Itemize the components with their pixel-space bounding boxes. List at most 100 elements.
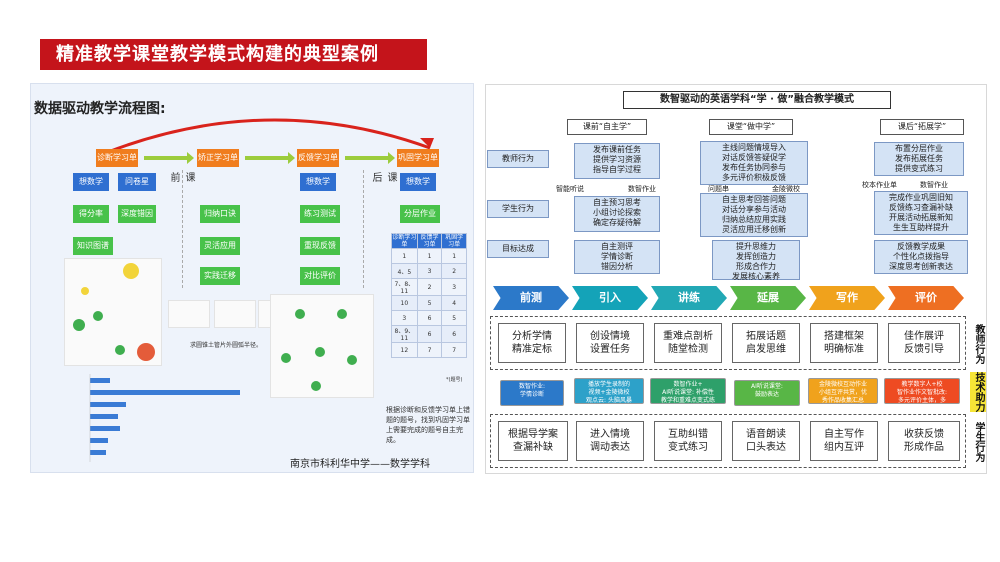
left-heading: 数据驱动教学流程图:: [34, 101, 166, 117]
teacher-row-frame: [490, 316, 966, 370]
divider: [363, 170, 364, 288]
label-ke-qian: 课前: [168, 172, 194, 182]
label-ke-hou: 课后: [370, 172, 396, 182]
col1-item: 得分率: [73, 205, 109, 223]
phase-before-class: 课前“自主学”: [567, 119, 647, 135]
tech-item: 播放学生录制的 视频+金陵微校 观点云: 头脑风暴: [574, 378, 644, 404]
step-evaluate: 评价: [888, 286, 964, 310]
col1-item: 深度错因: [118, 205, 156, 223]
col2-item: 归纳口诀: [200, 205, 240, 223]
head-correct: 矫正学习单: [197, 149, 239, 167]
col2-item: 灵活应用: [200, 237, 240, 255]
feedback-graph-image: [270, 294, 374, 398]
table-cell: 10: [391, 295, 418, 311]
teacher-step: 拓展话题 启发思维: [732, 323, 800, 363]
divider: [182, 170, 183, 288]
goal-before: 自主测评 学情诊断 错因分析: [574, 240, 660, 274]
table-cell: 4、5: [391, 263, 418, 279]
step-extend: 延展: [730, 286, 806, 310]
tag-jinling-microschool: 金陵微校: [772, 185, 800, 193]
goal-after: 反馈教学成果 个性化点拨指导 深度思考创新表达: [874, 240, 968, 274]
col3-item: 重现反馈: [300, 237, 340, 255]
teacher-step: 搭建框架 明确标准: [810, 323, 878, 363]
col4-item: 想数学: [400, 173, 436, 191]
table-cell: 2: [416, 278, 443, 296]
col3-item: 对比评价: [300, 267, 340, 285]
step-practice: 讲练: [651, 286, 727, 310]
table-footnote: *(题号): [446, 377, 463, 383]
table-note: 根据诊断和反馈学习单上错题的题号，找到巩固学习单上需要完成的题号自主完成。: [386, 406, 470, 444]
tag-smart-listening: 智能听说: [556, 185, 584, 193]
table-cell: 1: [416, 248, 443, 264]
tech-item: 金陵微校互动作业 小组互评共赏，优 秀作品收集汇总: [808, 378, 878, 404]
step-intro: 引入: [572, 286, 648, 310]
tech-item: AI听说课堂: 鼓励表达: [734, 380, 800, 406]
table-cell: 7: [441, 342, 467, 358]
table-cell: 2: [441, 263, 467, 279]
tag-school-worksheet: 校本作业单: [862, 181, 897, 189]
flow-arrow: [245, 152, 295, 164]
tag-smart-homework: 数智作业: [920, 181, 948, 189]
table-cell: 8、9、11: [391, 325, 418, 343]
table-cell: 1: [441, 248, 467, 264]
step-pretest: 前测: [493, 286, 569, 310]
col3-item: 想数学: [300, 173, 336, 191]
student-before: 自主预习思考 小组讨论探索 确定存疑待解: [574, 196, 660, 232]
table-cell: 3: [416, 263, 443, 279]
table-cell: 7: [416, 342, 443, 358]
row-label-student: 学生行为: [487, 200, 549, 218]
teacher-before: 发布课前任务 提供学习资源 指导自学过程: [574, 143, 660, 179]
table-cell: 6: [416, 310, 443, 326]
student-step: 进入情境 调动表达: [576, 421, 644, 461]
tech-item: 教学数字人+校 智作业作文智批改: 多元评价主体，多 样作业作品: [884, 378, 960, 412]
col1-item: 知识图谱: [73, 237, 113, 255]
pipe-photo: [168, 300, 210, 328]
col4-item: 分层作业: [400, 205, 440, 223]
student-step: 语音朗读 口头表达: [732, 421, 800, 461]
flow-arrow: [144, 152, 194, 164]
pipe-diagram: [214, 300, 256, 328]
phase-after-class: 课后“拓展学”: [880, 119, 964, 135]
table-header: 反馈学习单: [416, 233, 443, 249]
table-cell: 5: [416, 295, 443, 311]
tag-question-chain: 问题串: [708, 185, 729, 193]
table-cell: 1: [391, 248, 418, 264]
table-header: 巩固学习单: [441, 233, 467, 249]
table-cell: 12: [391, 342, 418, 358]
knowledge-graph-image: [64, 258, 162, 366]
page-title: 精准教学课堂教学模式构建的典型案例: [40, 39, 427, 70]
student-after: 完成作业巩固旧知 反馈练习查漏补缺 开展活动拓展新知 生生互助样提升: [874, 191, 968, 235]
tech-item: 数智作业+ AI听说课堂: 补偿性 教学和重难点变式练: [650, 378, 726, 404]
teacher-step: 佳作展评 反馈引导: [888, 323, 960, 363]
goal-in: 提升思维力 发挥创造力 形成合作力 发展核心素养: [712, 240, 800, 281]
side-label-teacher: 教师行为: [973, 324, 984, 364]
phase-in-class: 课堂“做中学”: [709, 119, 793, 135]
table-cell: 3: [391, 310, 418, 326]
table-cell: 3: [441, 278, 467, 296]
head-diagnose: 诊断学习单: [96, 149, 138, 167]
step-writing: 写作: [809, 286, 885, 310]
school-name: 南京市科利华中学——数学学科: [290, 459, 430, 470]
col1-item: 想数学: [73, 173, 109, 191]
col1-item: 问卷星: [118, 173, 156, 191]
head-feedback: 反馈学习单: [297, 149, 339, 167]
loop-arrow: [107, 118, 434, 154]
model-title: 数智驱动的英语学科“学 · 做”融合教学模式: [623, 91, 891, 109]
table-cell: 6: [416, 325, 443, 343]
teacher-in: 主线问题情境导入 对话反馈答疑促学 发布任务协同参与 多元评价积极反馈: [700, 141, 808, 185]
table-header: 诊断学习单: [391, 233, 418, 249]
col3-item: 练习测试: [300, 205, 340, 223]
tech-item: 数智作业: 学情诊断: [500, 380, 564, 406]
photo-caption: 求圆锥土管片外圆弧半径。: [190, 342, 263, 349]
student-step: 根据导学案 查漏补缺: [498, 421, 568, 461]
table-cell: 5: [441, 310, 467, 326]
student-step: 自主写作 组内互评: [810, 421, 878, 461]
head-consolidate: 巩固学习单: [397, 149, 439, 167]
teacher-step: 创设情境 设置任务: [576, 323, 644, 363]
teacher-step: 分析学情 精准定标: [498, 323, 566, 363]
flow-arrow: [345, 152, 395, 164]
side-label-tech: 技术助力: [970, 372, 986, 412]
teacher-step: 重难点剖析 随堂检测: [654, 323, 722, 363]
student-step: 互助纠错 变式练习: [654, 421, 722, 461]
